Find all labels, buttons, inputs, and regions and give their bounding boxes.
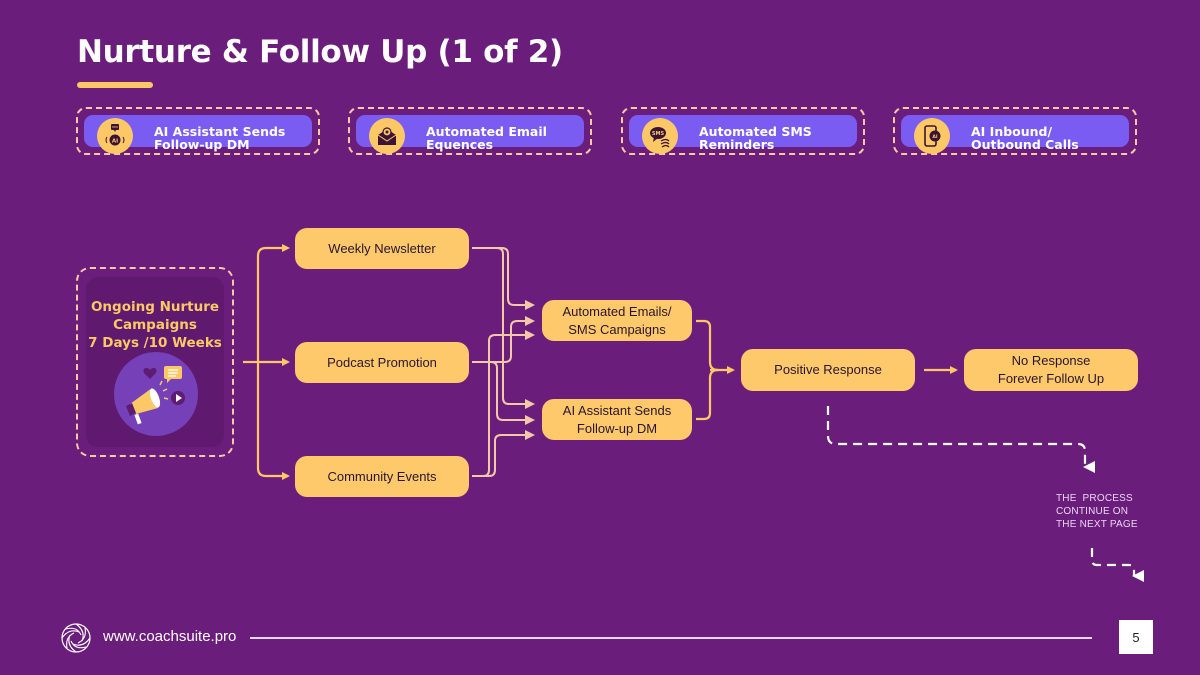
- feature-label-line2: Reminders: [699, 137, 775, 152]
- coachsuite-logo-icon: [61, 623, 91, 653]
- node-weekly-newsletter: Weekly Newsletter: [295, 228, 469, 269]
- node-ai-assistant-dm: AI Assistant Sends Follow-up DM: [542, 399, 692, 440]
- footer-url[interactable]: www.coachsuite.pro: [103, 628, 237, 645]
- node-line2: Follow-up DM: [576, 420, 658, 436]
- node-automated-emails-sms: Automated Emails/ SMS Campaigns: [542, 300, 692, 341]
- node-no-response: No Response Forever Follow Up: [964, 349, 1138, 391]
- feature-pill: AI AI Inbound/ Outbound Calls: [901, 115, 1129, 154]
- continue-line2: CONTINUE ON: [1056, 506, 1129, 517]
- connector-next-page-dashed: [1090, 548, 1144, 582]
- nurture-campaigns-box: Ongoing Nurture Campaigns 7 Days /10 Wee…: [76, 267, 234, 457]
- feature-pill: Automated Email Equences: [356, 115, 584, 154]
- connector-dm-positive: [696, 368, 719, 421]
- ai-badge-text: AI: [112, 138, 118, 144]
- feature-label-line1: AI Assistant Sends: [154, 124, 286, 139]
- connector-newsletter-email: [472, 247, 535, 310]
- connector-podcast-dm: [472, 361, 535, 425]
- connector-podcast-email: [472, 316, 535, 363]
- sms-bubble-icon: SMS: [642, 118, 678, 154]
- connector-continue-dashed: [826, 406, 1095, 473]
- megaphone-icon: [114, 352, 198, 436]
- feature-pill: SMS Automated SMS Reminders: [629, 115, 857, 154]
- slide-title: Nurture & Follow Up (1 of 2): [77, 34, 563, 70]
- node-line1: No Response: [1011, 353, 1091, 368]
- ai-chat-icon: AI: [97, 118, 133, 154]
- title-underline: [77, 82, 153, 88]
- source-line1: Ongoing Nurture: [90, 299, 220, 315]
- feature-sms: SMS Automated SMS Reminders: [621, 107, 865, 155]
- feature-email: Automated Email Equences: [348, 107, 592, 155]
- feature-label-line1: AI Inbound/: [971, 124, 1053, 139]
- connector-email-positive: [696, 319, 719, 372]
- feature-ai-dm: AI AI Assistant Sends Follow-up DM: [76, 107, 320, 155]
- feature-label: AI Inbound/ Outbound Calls: [971, 125, 1079, 151]
- continue-line3: THE NEXT PAGE: [1056, 519, 1138, 530]
- connector-to-newsletter: [256, 244, 290, 362]
- continue-note: THE PROCESS CONTINUE ON THE NEXT PAGE: [1056, 492, 1138, 531]
- continue-line1: THE PROCESS: [1056, 493, 1133, 504]
- source-line2: Campaigns: [113, 317, 197, 333]
- source-line3: 7 Days /10 Weeks: [88, 335, 222, 351]
- node-line1: Automated Emails/: [562, 303, 672, 319]
- nurture-campaigns-title: Ongoing Nurture Campaigns 7 Days /10 Wee…: [86, 298, 224, 352]
- feature-pill: AI AI Assistant Sends Follow-up DM: [84, 115, 312, 154]
- node-line2: SMS Campaigns: [568, 321, 666, 337]
- feature-label-line1: Automated Email: [426, 124, 547, 139]
- connector-events-dm: [472, 430, 535, 477]
- feature-label-line2: Equences: [426, 137, 494, 152]
- page-number: 5: [1119, 620, 1153, 654]
- node-podcast-promotion: Podcast Promotion: [295, 342, 469, 383]
- feature-label-line1: Automated SMS: [699, 124, 812, 139]
- feature-label: Automated SMS Reminders: [699, 125, 812, 151]
- connector-newsletter-dm: [472, 247, 535, 409]
- ai-phone-icon: AI: [914, 118, 950, 154]
- feature-label-line2: Outbound Calls: [971, 137, 1079, 152]
- feature-label-line2: Follow-up DM: [154, 137, 250, 152]
- feature-calls: AI AI Inbound/ Outbound Calls: [893, 107, 1137, 155]
- node-line2: Forever Follow Up: [997, 371, 1105, 386]
- connector-to-events: [256, 362, 290, 480]
- email-gear-icon: [369, 118, 405, 154]
- feature-label: Automated Email Equences: [426, 125, 547, 151]
- feature-label: AI Assistant Sends Follow-up DM: [154, 125, 285, 151]
- node-community-events: Community Events: [295, 456, 469, 497]
- sms-badge-text: SMS: [652, 131, 665, 137]
- node-line1: AI Assistant Sends: [562, 402, 672, 418]
- node-positive-response: Positive Response: [741, 349, 915, 391]
- ai-badge-text: AI: [932, 134, 937, 140]
- footer-divider: [250, 637, 1092, 639]
